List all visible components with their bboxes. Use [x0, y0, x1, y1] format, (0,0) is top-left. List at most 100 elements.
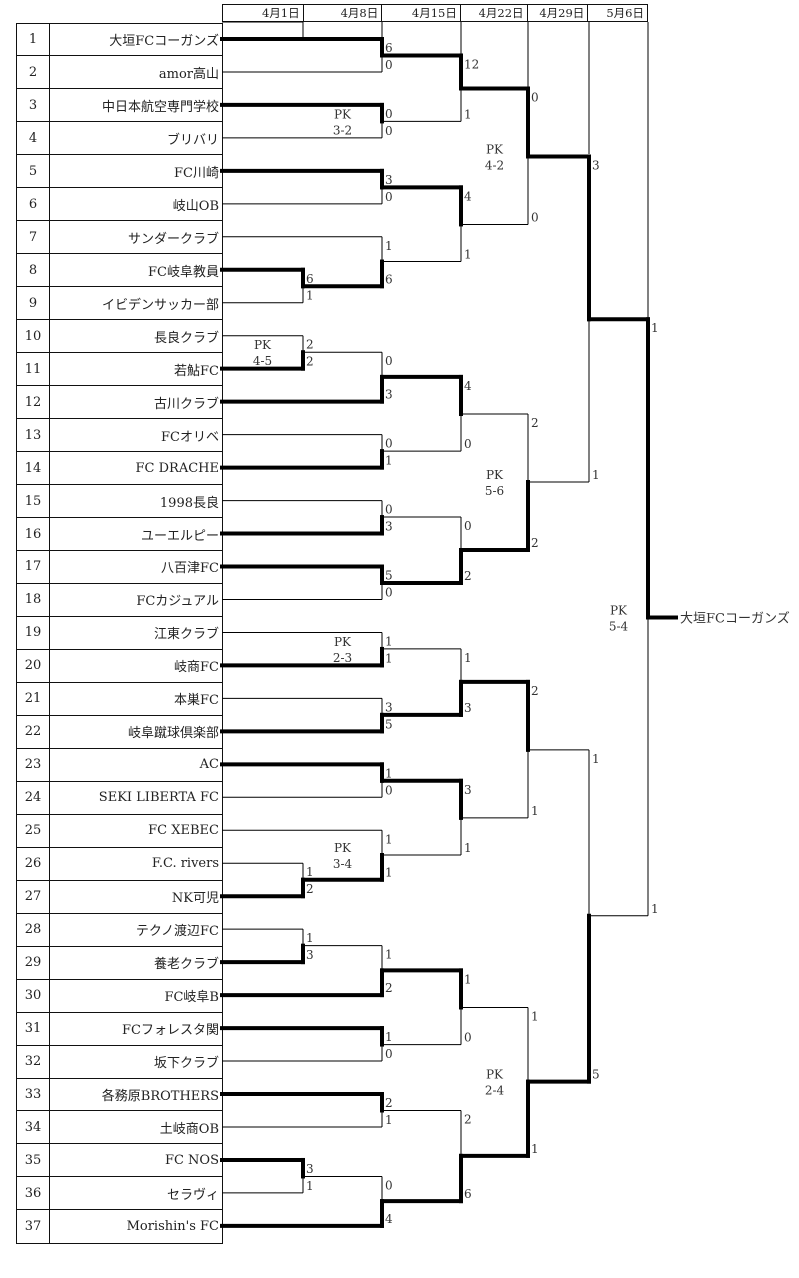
team-row: 16 ユーエルピー: [17, 518, 222, 551]
score-label: 1: [464, 107, 472, 121]
team-number: 31: [17, 1012, 50, 1045]
score-label: 5: [592, 1068, 600, 1082]
team-number: 5: [17, 155, 50, 188]
team-number: 14: [17, 452, 50, 485]
team-name: ブリバリ: [166, 132, 219, 148]
team-name: 長良クラブ: [153, 330, 219, 346]
team-name: Morishin's FC: [126, 1219, 219, 1235]
score-label: 0: [385, 58, 393, 72]
score-label: 0: [385, 107, 393, 121]
team-row: 12 古川クラブ: [17, 386, 222, 420]
team-number: 25: [17, 814, 50, 847]
score-label: 6: [385, 41, 393, 55]
score-label: 1: [592, 752, 600, 766]
score-label: 1: [385, 651, 393, 665]
pk-score: 4-2: [485, 158, 504, 172]
team-number: 16: [17, 518, 50, 550]
team-number: 2: [17, 56, 50, 89]
score-label: 3: [385, 388, 393, 402]
pk-score: 3-2: [333, 123, 352, 137]
score-label: 1: [464, 841, 472, 855]
score-label: 1: [385, 866, 393, 880]
score-label: 2: [306, 355, 314, 369]
pk-label: PK: [610, 604, 628, 618]
date-header-5: 4月29日: [528, 5, 589, 21]
score-label: 3: [385, 173, 393, 187]
score-label: 0: [385, 437, 393, 451]
team-number: 37: [17, 1210, 50, 1244]
score-label: 2: [531, 536, 539, 550]
score-label: 4: [464, 379, 472, 393]
score-label: 1: [385, 766, 393, 780]
score-label: 1: [385, 948, 393, 962]
team-number: 34: [17, 1111, 50, 1144]
score-label: 1: [651, 902, 659, 916]
score-label: 1: [385, 634, 393, 648]
team-name: ユーエルピー: [140, 528, 219, 544]
score-label: 0: [385, 1178, 393, 1192]
pk-score: 3-4: [333, 857, 353, 871]
date-header-2: 4月8日: [304, 5, 383, 21]
score-label: 4: [385, 1212, 393, 1226]
score-label: 1: [464, 651, 472, 665]
team-row: 24 SEKI LIBERTA FC: [17, 781, 222, 815]
team-name: 八百津FC: [161, 561, 219, 577]
team-name: 岐山OB: [172, 198, 219, 214]
team-number: 30: [17, 979, 50, 1012]
score-label: 3: [385, 520, 393, 534]
team-number: 11: [17, 353, 50, 386]
team-name: 岐阜蹴球倶楽部: [127, 726, 219, 742]
score-label: 2: [306, 338, 314, 352]
team-row: 34 土岐商OB: [17, 1111, 222, 1145]
score-label: 6: [385, 272, 393, 286]
team-name: 土岐商OB: [159, 1121, 219, 1137]
team-number: 12: [17, 386, 50, 419]
team-name: SEKI LIBERTA FC: [98, 790, 219, 806]
team-name: 古川クラブ: [153, 396, 219, 412]
score-label: 2: [531, 684, 539, 698]
score-label: 1: [306, 865, 314, 879]
score-label: 12: [464, 57, 479, 71]
team-number: 24: [17, 781, 50, 814]
score-label: 2: [531, 416, 539, 430]
score-label: 1: [385, 1113, 393, 1127]
score-label: 1: [464, 248, 472, 262]
team-name: NK可児: [171, 891, 219, 907]
score-label: 1: [385, 1030, 393, 1044]
score-label: 0: [385, 503, 393, 517]
pk-label: PK: [334, 635, 352, 649]
score-label: 0: [385, 783, 393, 797]
team-name: AC: [199, 757, 219, 773]
team-number: 32: [17, 1045, 50, 1078]
score-label: 0: [385, 124, 393, 138]
score-label: 1: [385, 454, 393, 468]
score-label: 3: [385, 700, 393, 714]
score-label: 3: [592, 158, 600, 172]
score-label: 1: [464, 972, 472, 986]
team-number: 15: [17, 485, 50, 518]
team-name: 中日本航空専門学校: [101, 99, 219, 115]
score-label: 0: [385, 585, 393, 599]
team-number: 28: [17, 913, 50, 946]
